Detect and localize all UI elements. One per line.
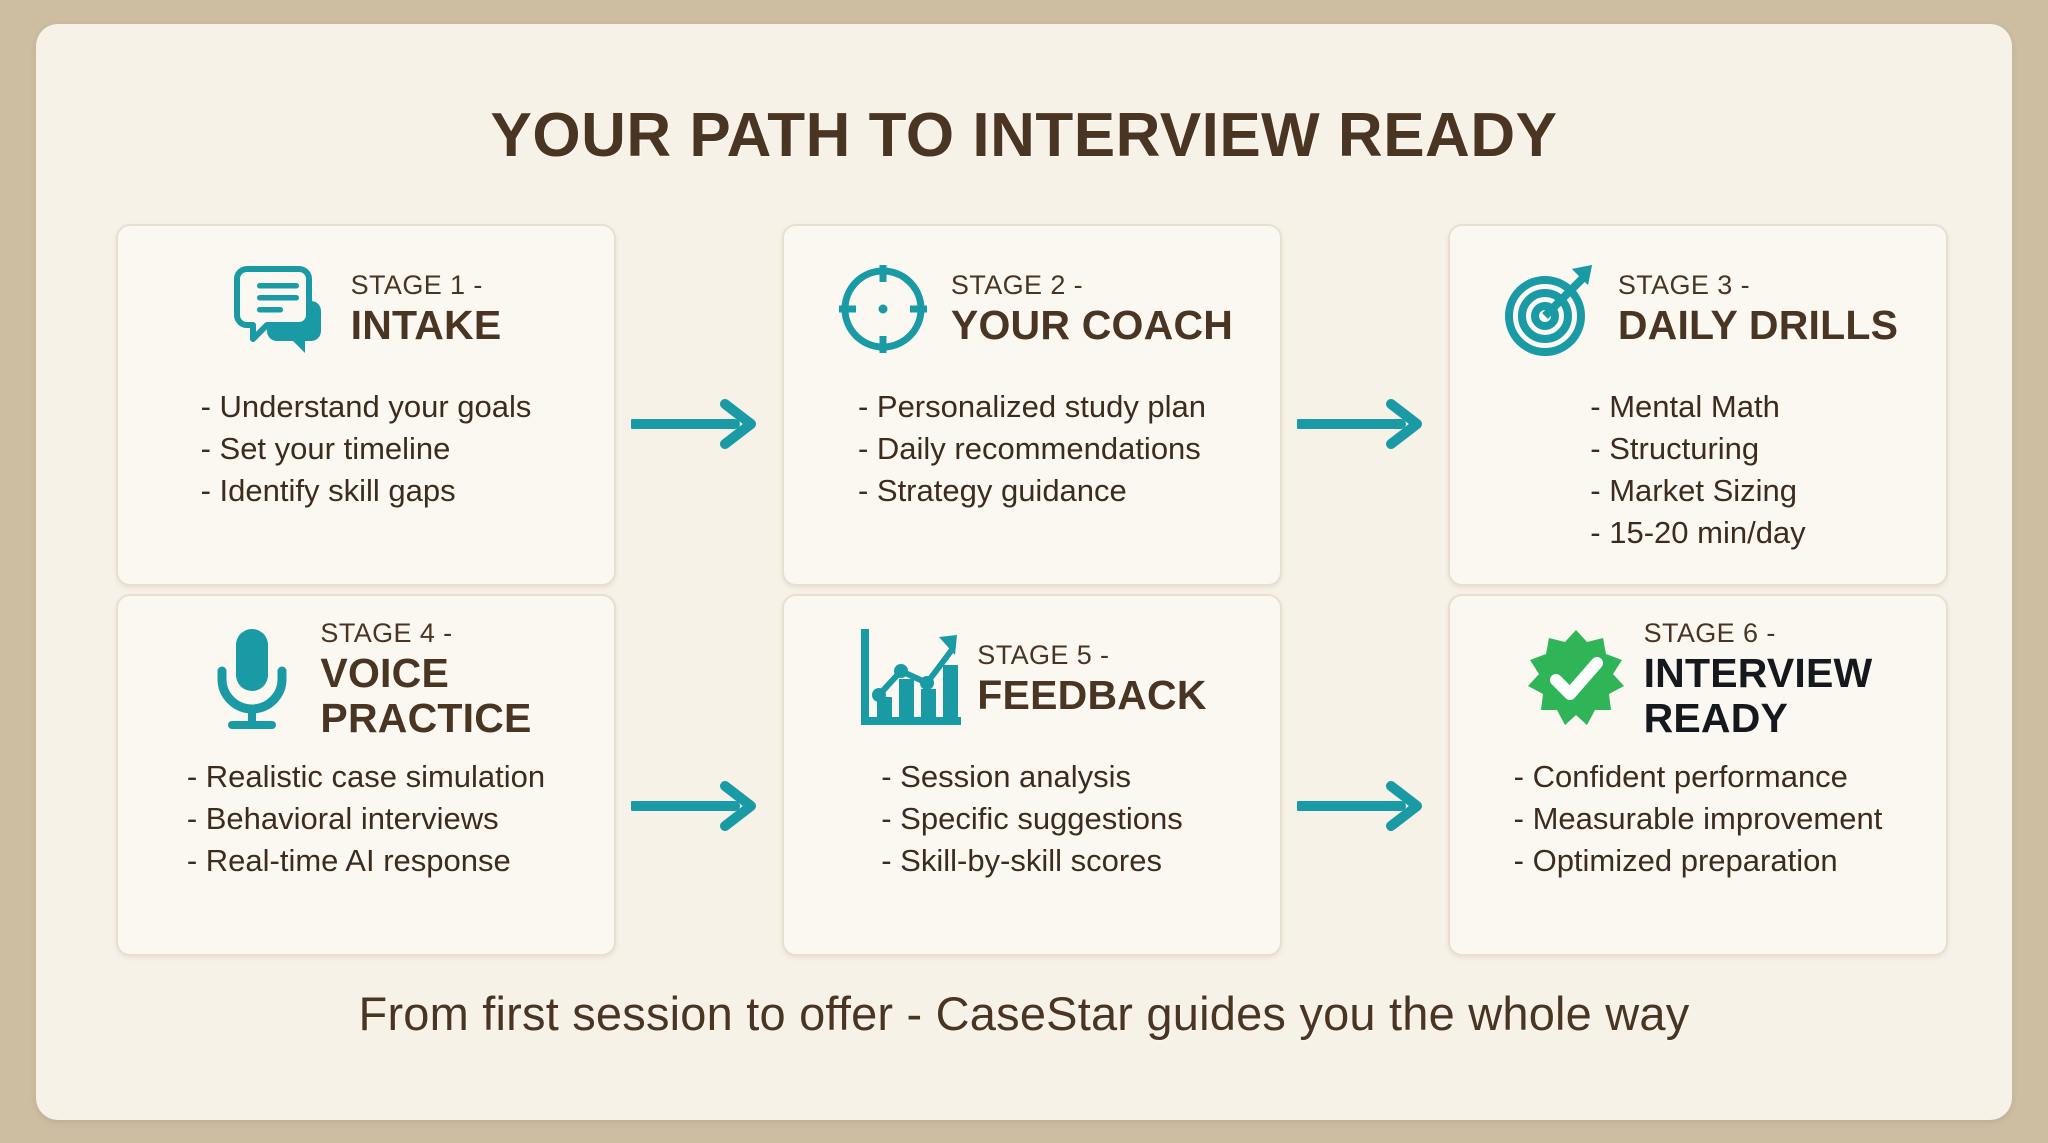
list-item: - Confident performance	[1513, 759, 1848, 794]
list-item: - Identify skill gaps	[200, 473, 456, 509]
stage-card-feedback[interactable]: STAGE 5 - FEEDBACK - Session analysis - …	[782, 594, 1282, 956]
arrow-right-icon	[631, 398, 761, 450]
list-item: - Understand your goals	[200, 389, 532, 424]
compass-icon	[831, 257, 935, 361]
list-item: - Strategy guidance	[857, 473, 1127, 509]
stage-card-heading-text: STAGE 4 - VOICE PRACTICE	[320, 618, 531, 740]
verified-check-badge-icon	[1524, 627, 1628, 731]
stage-label: STAGE 3 -	[1617, 270, 1750, 301]
list-item: - Optimized preparation	[1513, 843, 1838, 879]
microphone-icon	[200, 627, 304, 731]
stage-card-heading-text: STAGE 1 - INTAKE	[351, 270, 502, 348]
stage-title: INTAKE	[350, 302, 502, 349]
target-arrow-icon	[1498, 257, 1602, 361]
list-item: - Mental Math	[1590, 389, 1780, 424]
list-item: - Measurable improvement	[1513, 801, 1883, 837]
stage-label: STAGE 2 -	[950, 270, 1084, 301]
stage-card-header: STAGE 5 - FEEDBACK	[784, 610, 1280, 748]
stage-card-interview-ready[interactable]: STAGE 6 - INTERVIEW READY - Confident pe…	[1448, 594, 1948, 956]
stage-label: STAGE 1 -	[350, 270, 483, 301]
stage-grid: STAGE 1 - INTAKE - Understand your goals…	[36, 24, 2012, 1120]
list-item: - Skill-by-skill scores	[881, 843, 1162, 879]
stage-card-header: STAGE 4 - VOICE PRACTICE	[118, 610, 614, 748]
stage-label: STAGE 4 -	[320, 618, 453, 649]
stage-title: DAILY DRILLS	[1617, 302, 1899, 349]
list-item: - Real-time AI response	[186, 843, 511, 879]
list-item: - Set your timeline	[200, 431, 451, 467]
stage-bullet-list: - Understand your goals - Set your timel…	[118, 386, 614, 512]
stage-card-header: STAGE 2 - YOUR COACH	[784, 240, 1280, 378]
list-item: - Market Sizing	[1590, 473, 1798, 509]
stage-card-heading-text: STAGE 3 - DAILY DRILLS	[1618, 270, 1898, 348]
stage-card-header: STAGE 6 - INTERVIEW READY	[1450, 610, 1946, 748]
stage-card-heading-text: STAGE 6 - INTERVIEW READY	[1644, 618, 1873, 740]
stage-title: VOICE PRACTICE	[320, 650, 532, 741]
arrow-right-icon	[631, 780, 761, 832]
stage-card-heading-text: STAGE 5 - FEEDBACK	[977, 640, 1206, 718]
stage-bullet-list: - Session analysis - Specific suggestion…	[784, 756, 1280, 882]
stage-card-daily-drills[interactable]: STAGE 3 - DAILY DRILLS - Mental Math - S…	[1448, 224, 1948, 586]
stage-card-header: STAGE 3 - DAILY DRILLS	[1450, 240, 1946, 378]
arrow-right-icon	[1297, 398, 1427, 450]
stage-label: STAGE 6 -	[1643, 618, 1776, 649]
speech-bubbles-icon	[231, 257, 335, 361]
list-item: - Session analysis	[881, 759, 1132, 794]
stage-title: FEEDBACK	[977, 672, 1207, 719]
stage-card-intake[interactable]: STAGE 1 - INTAKE - Understand your goals…	[116, 224, 616, 586]
stage-bullet-list: - Mental Math - Structuring - Market Siz…	[1450, 386, 1946, 555]
stage-title: INTERVIEW READY	[1643, 650, 1873, 741]
stage-bullet-list: - Personalized study plan - Daily recomm…	[784, 386, 1280, 512]
list-item: - 15-20 min/day	[1590, 515, 1806, 551]
content-panel: YOUR PATH TO INTERVIEW READY	[36, 24, 2012, 1120]
stage-bullet-list: - Realistic case simulation - Behavioral…	[118, 756, 614, 882]
arrow-right-icon	[1297, 780, 1427, 832]
page-title: YOUR PATH TO INTERVIEW READY	[490, 101, 1558, 170]
list-item: - Realistic case simulation	[186, 759, 546, 794]
stage-label: STAGE 5 -	[977, 640, 1110, 671]
bar-chart-growth-icon	[857, 627, 962, 731]
list-item: - Specific suggestions	[881, 801, 1183, 837]
stage-bullet-list: - Confident performance - Measurable imp…	[1450, 756, 1946, 882]
stage-card-your-coach[interactable]: STAGE 2 - YOUR COACH - Personalized stud…	[782, 224, 1282, 586]
list-item: - Daily recommendations	[857, 431, 1201, 467]
list-item: - Personalized study plan	[857, 389, 1207, 424]
stage-card-heading-text: STAGE 2 - YOUR COACH	[951, 270, 1233, 348]
list-item: - Structuring	[1590, 431, 1760, 467]
stage-card-voice-practice[interactable]: STAGE 4 - VOICE PRACTICE - Realistic cas…	[116, 594, 616, 956]
footer-tagline: From first session to offer - CaseStar g…	[358, 987, 1690, 1040]
stage-card-header: STAGE 1 - INTAKE	[118, 240, 614, 378]
stage-title: YOUR COACH	[950, 302, 1234, 349]
list-item: - Behavioral interviews	[186, 801, 499, 837]
